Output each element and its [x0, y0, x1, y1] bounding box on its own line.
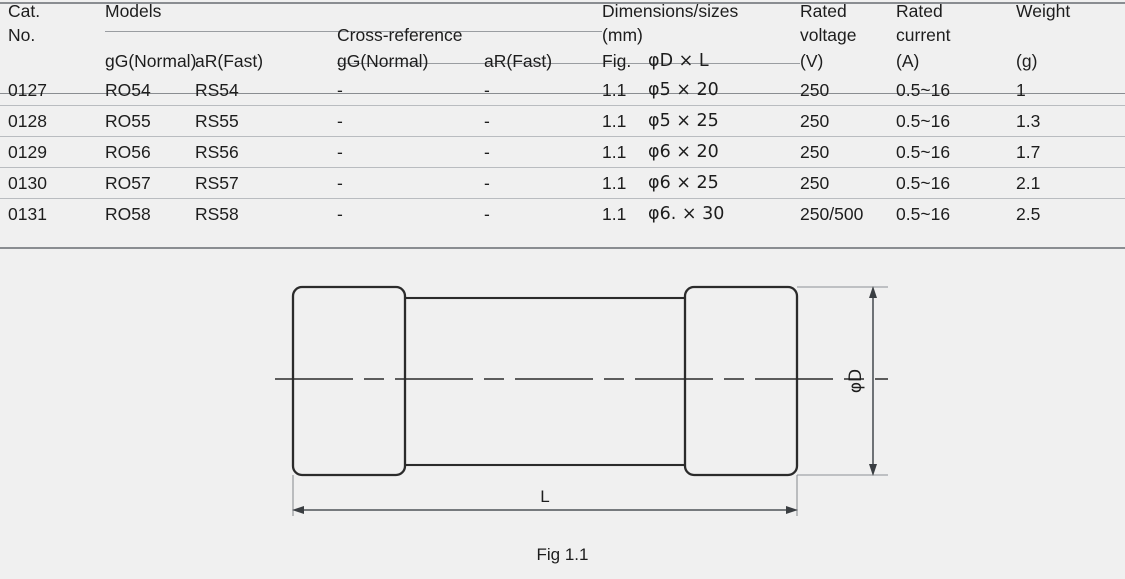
header-weight-line1: Weight [1016, 1, 1071, 21]
header-sub-ar-models: aR(Fast) [195, 51, 264, 71]
header-weight-spacer [1016, 23, 1125, 48]
table-row: 0128 RO55 RS55 - - 1.1 φ5 × 25 250 0.5~1… [0, 105, 1125, 137]
header-rated-voltage-line2: voltage [800, 25, 857, 45]
cell-rated-current: 0.5~16 [896, 105, 1017, 137]
length-arrowhead-right [786, 506, 798, 514]
cell-rated-voltage: 250 [800, 167, 897, 199]
fuse-drawing-svg: φD L [275, 285, 888, 516]
header-dimensions-line2: (mm) [602, 25, 643, 45]
cell-cross-gg: - [337, 204, 343, 224]
fuse-left-end-cap [291, 285, 407, 477]
cell-cat-no: 0127 [0, 75, 105, 106]
specification-table: Cat. Models Dimensions/sizes Rated Rated… [0, 0, 1125, 229]
cell-rated-current: 0.5~16 [896, 136, 1017, 168]
cell-fig: 1.1 [602, 204, 627, 224]
cell-model-gg: RO54 [105, 75, 195, 106]
header-row-3: gG(Normal) aR(Fast) gG(Normal) aR(Fast) … [0, 48, 1125, 75]
models-group-underline [105, 31, 602, 32]
diameter-arrowhead-top [869, 286, 877, 298]
length-arrowhead-left [292, 506, 304, 514]
header-cross-reference-group: Cross-reference [337, 25, 463, 45]
header-sub-fig: Fig. [602, 51, 632, 71]
header-sub-diameter-length: φD × L [648, 51, 709, 71]
cell-cross-ar: - [484, 167, 603, 199]
length-dimension-label: L [540, 487, 549, 506]
cell-cross-ar: - [484, 105, 603, 137]
header-rated-voltage-line1: Rated [800, 1, 847, 21]
cell-dimensions: φ5 × 20 [648, 75, 801, 106]
cell-cross-ar: - [484, 136, 603, 168]
cell-model-gg: RO55 [105, 105, 195, 137]
header-cat-no-line2: No. [8, 25, 36, 45]
header-spacer-models [105, 23, 337, 48]
header-cat-no-line1: Cat. [8, 1, 41, 21]
cell-cross-gg: - [337, 105, 484, 137]
header-cat-no-spacer [0, 48, 105, 75]
table-body: 0127 RO54 RS54 - - 1.1 φ5 × 20 250 0.5~1… [0, 75, 1125, 229]
cell-model-ar: RS54 [195, 75, 337, 106]
cell-weight: 1.3 [1016, 105, 1125, 137]
diameter-dimension-label: φD [846, 369, 866, 393]
cell-fig: 1.1 [602, 105, 649, 137]
cell-dimensions: φ6 × 20 [648, 136, 801, 168]
diameter-arrowhead-bottom [869, 464, 877, 476]
table-row: 0127 RO54 RS54 - - 1.1 φ5 × 20 250 0.5~1… [0, 75, 1125, 106]
cell-cat-no: 0129 [0, 136, 105, 168]
fuse-body-outline [398, 296, 692, 467]
cell-model-ar: RS55 [195, 105, 337, 137]
cell-model-ar: RS58 [195, 204, 239, 224]
cell-cross-gg: - [337, 167, 484, 199]
figure-caption: Fig 1.1 [536, 545, 589, 564]
cell-fig: 1.1 [602, 75, 649, 106]
cell-cat-no: 0130 [0, 167, 105, 199]
cell-rated-current: 0.5~16 [896, 75, 1017, 106]
cell-rated-voltage: 250 [800, 75, 897, 106]
cell-weight: 2.5 [1016, 204, 1041, 224]
header-rated-current-line2: current [896, 25, 951, 45]
cell-model-ar: RS56 [195, 136, 337, 168]
header-rated-current-line1: Rated [896, 1, 943, 21]
header-row-1: Cat. Models Dimensions/sizes Rated Rated… [0, 0, 1125, 23]
cell-rated-voltage: 250/500 [800, 204, 864, 224]
cell-dimensions: φ5 × 25 [648, 105, 801, 137]
table-top-border [0, 2, 1125, 4]
cell-dimensions: φ6. × 30 [648, 204, 725, 224]
header-dimensions-line1: Dimensions/sizes [602, 1, 739, 21]
fuse-technical-drawing: φD L Fig 1.1 [0, 258, 1125, 579]
cell-cross-gg: - [337, 136, 484, 168]
header-weight-line2: (g) [1016, 51, 1038, 71]
cell-weight: 2.1 [1016, 167, 1125, 199]
cell-weight: 1.7 [1016, 136, 1125, 168]
header-models-group: Models [105, 1, 162, 21]
cell-rated-current: 0.5~16 [896, 167, 1017, 199]
cell-fig: 1.1 [602, 136, 649, 168]
cell-cat-no: 0128 [0, 105, 105, 137]
table-bottom-border [0, 247, 1125, 249]
header-rated-current-line3: (A) [896, 51, 920, 71]
cell-model-ar: RS57 [195, 167, 337, 199]
cell-rated-current: 0.5~16 [896, 204, 951, 224]
header-row-2: No. Cross-reference (mm) voltage current [0, 23, 1125, 48]
cell-cross-ar: - [484, 75, 603, 106]
header-sub-gg-cross: gG(Normal) [337, 51, 429, 71]
cell-model-gg: RO56 [105, 136, 195, 168]
table-row: 0130 RO57 RS57 - - 1.1 φ6 × 25 250 0.5~1… [0, 167, 1125, 199]
fuse-right-end-cap [683, 285, 799, 477]
cell-rated-voltage: 250 [800, 136, 897, 168]
cell-fig: 1.1 [602, 167, 649, 199]
subheader-group-underline [337, 63, 800, 64]
cell-model-gg: RO58 [105, 204, 151, 224]
cell-model-gg: RO57 [105, 167, 195, 199]
header-rated-voltage-line3: (V) [800, 51, 824, 71]
cell-rated-voltage: 250 [800, 105, 897, 137]
cell-cross-gg: - [337, 75, 484, 106]
cell-dimensions: φ6 × 25 [648, 167, 801, 199]
table-row: 0129 RO56 RS56 - - 1.1 φ6 × 20 250 0.5~1… [0, 136, 1125, 168]
cell-cross-ar: - [484, 204, 490, 224]
cell-weight: 1 [1016, 75, 1125, 106]
cell-cat-no: 0131 [8, 204, 47, 224]
header-sub-ar-cross: aR(Fast) [484, 51, 553, 71]
header-sub-gg-models: gG(Normal) [105, 51, 197, 71]
table-row: 0131 RO58 RS58 - - 1.1 φ6. × 30 250/500 … [0, 199, 1125, 230]
